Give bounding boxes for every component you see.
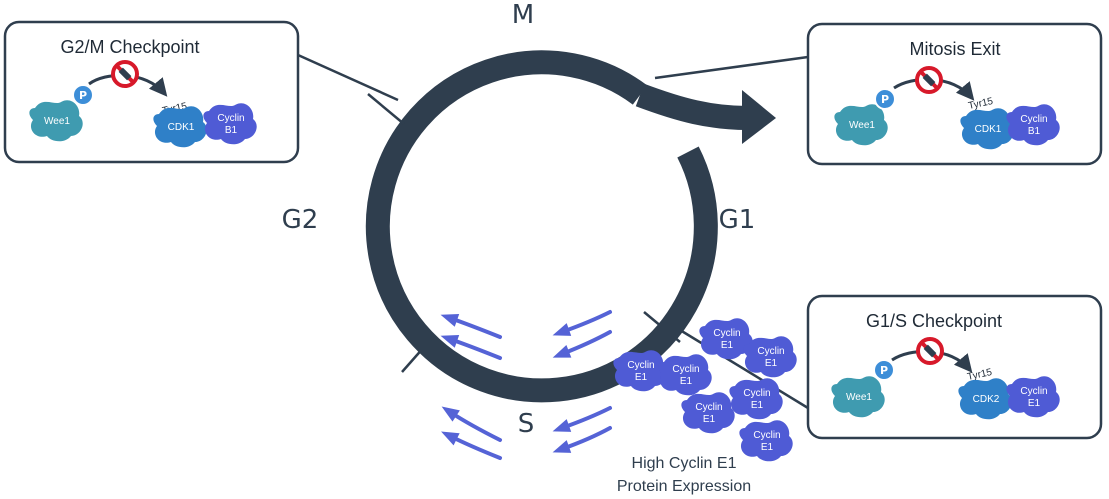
flow-arrowhead-1 bbox=[440, 314, 460, 327]
cyclin-e1-label-line1: Cyclin bbox=[695, 402, 722, 413]
cyclin-label-line2: B1 bbox=[225, 125, 238, 136]
cell-cycle-arrow-shaft bbox=[635, 83, 749, 130]
cell-cycle-arrowhead bbox=[742, 90, 776, 144]
tyr15-label: Tyr15 bbox=[966, 367, 993, 383]
cyclin-e1-label-line1: Cyclin bbox=[743, 388, 770, 399]
flow-arrows-group bbox=[440, 310, 612, 460]
cyclin-b1-protein: Cyclin B1 bbox=[203, 103, 257, 145]
phase-tick-g2-m bbox=[367, 93, 405, 125]
caption-line-2: Protein Expression bbox=[617, 478, 751, 495]
flow-arrowhead-3 bbox=[441, 406, 460, 422]
flow-arrowhead-6 bbox=[552, 345, 572, 358]
cyclin-e1-cluster: CyclinE1CyclinE1CyclinE1CyclinE1CyclinE1… bbox=[613, 318, 797, 462]
cyclin-label-line1: Cyclin bbox=[217, 113, 244, 124]
phospho-badge: P bbox=[72, 84, 94, 106]
inhibition-icon bbox=[915, 66, 943, 94]
cyclin-e1-protein: Cyclin E1 bbox=[1006, 376, 1060, 418]
wee1-label: Wee1 bbox=[849, 120, 875, 131]
cyclin-e1-label-line2: E1 bbox=[721, 340, 734, 351]
mitosis-exit-panel: Mitosis Exit Wee1 P Tyr15 CDK1 Cyclin B1 bbox=[806, 22, 1103, 166]
phase-label-m: M bbox=[512, 0, 534, 30]
flow-arrowhead-8 bbox=[552, 440, 572, 453]
flow-arrowhead-2 bbox=[440, 335, 460, 348]
mitosis-exit-connector-line bbox=[654, 55, 809, 80]
cyclin-label-line2: B1 bbox=[1028, 126, 1041, 137]
flow-arrow-4 bbox=[448, 434, 502, 460]
flow-arrowhead-4 bbox=[441, 431, 460, 446]
tyr15-label: Tyr15 bbox=[967, 96, 994, 112]
cyclin-b1-protein: Cyclin B1 bbox=[1006, 104, 1060, 146]
phospho-label: P bbox=[881, 93, 889, 106]
cdk-label: CDK2 bbox=[973, 394, 1000, 405]
cyclin-e1-label-line1: Cyclin bbox=[757, 346, 784, 357]
phase-tick-s-g2 bbox=[401, 337, 433, 373]
flow-arrowhead-7 bbox=[552, 419, 572, 432]
inhibition-icon bbox=[111, 60, 139, 88]
flow-arrow-1 bbox=[448, 316, 502, 339]
cyclin-e1-label-line1: Cyclin bbox=[672, 364, 699, 375]
inhibition-icon bbox=[916, 337, 944, 365]
wee1-label: Wee1 bbox=[44, 116, 70, 127]
g1s-checkpoint-panel: G1/S Checkpoint Wee1 P Tyr15 CDK2 Cyclin… bbox=[806, 294, 1103, 440]
cdk1-protein: CDK1 bbox=[153, 106, 207, 148]
phase-label-g1: G1 bbox=[719, 205, 756, 235]
cdk-label: CDK1 bbox=[168, 122, 195, 133]
g2m-checkpoint-panel: G2/M Checkpoint Wee1 P Tyr15 CDK1 Cyclin… bbox=[3, 20, 300, 164]
wee1-protein: Wee1 bbox=[831, 376, 885, 418]
phospho-badge: P bbox=[874, 88, 896, 110]
cdk-label: CDK1 bbox=[975, 124, 1002, 135]
cyclin-e1-label-line2: E1 bbox=[751, 400, 764, 411]
panel-title: Mitosis Exit bbox=[909, 39, 1000, 59]
phospho-label: P bbox=[79, 89, 87, 102]
panel-title: G2/M Checkpoint bbox=[60, 37, 199, 57]
caption-line-1: High Cyclin E1 bbox=[632, 455, 737, 472]
cyclin-e1-label-line1: Cyclin bbox=[713, 328, 740, 339]
panel-title: G1/S Checkpoint bbox=[866, 311, 1002, 331]
cyclin-e1-label-line2: E1 bbox=[680, 376, 693, 387]
flow-arrow-5 bbox=[560, 310, 612, 334]
flow-arrow-7 bbox=[560, 406, 612, 430]
cyclin-label-line1: Cyclin bbox=[1020, 114, 1047, 125]
cyclin-e1-label-line1: Cyclin bbox=[627, 360, 654, 371]
g2m-connector-line bbox=[297, 53, 399, 102]
phase-label-g2: G2 bbox=[282, 205, 319, 235]
phase-label-s: S bbox=[518, 409, 535, 439]
cyclin-label-line1: Cyclin bbox=[1020, 386, 1047, 397]
wee1-protein: Wee1 bbox=[834, 104, 888, 146]
wee1-protein: Wee1 bbox=[29, 100, 83, 142]
cdk2-protein: CDK2 bbox=[958, 378, 1012, 420]
cell-cycle-ring bbox=[365, 50, 718, 403]
cyclin-e1-label-line2: E1 bbox=[761, 442, 774, 453]
cyclin-e1-label-line1: Cyclin bbox=[753, 430, 780, 441]
cyclin-e1-label-line2: E1 bbox=[635, 372, 648, 383]
phospho-badge: P bbox=[873, 359, 895, 381]
phospho-label: P bbox=[880, 364, 888, 377]
phase-tick-g1-s bbox=[643, 311, 681, 343]
cyclin-label-line2: E1 bbox=[1028, 398, 1041, 409]
cdk1-protein: CDK1 bbox=[960, 108, 1014, 150]
flow-arrowhead-5 bbox=[552, 323, 572, 336]
wee1-label: Wee1 bbox=[846, 392, 872, 403]
cyclin-e1-label-line2: E1 bbox=[703, 414, 716, 425]
cyclin-e1-label-line2: E1 bbox=[765, 358, 778, 369]
